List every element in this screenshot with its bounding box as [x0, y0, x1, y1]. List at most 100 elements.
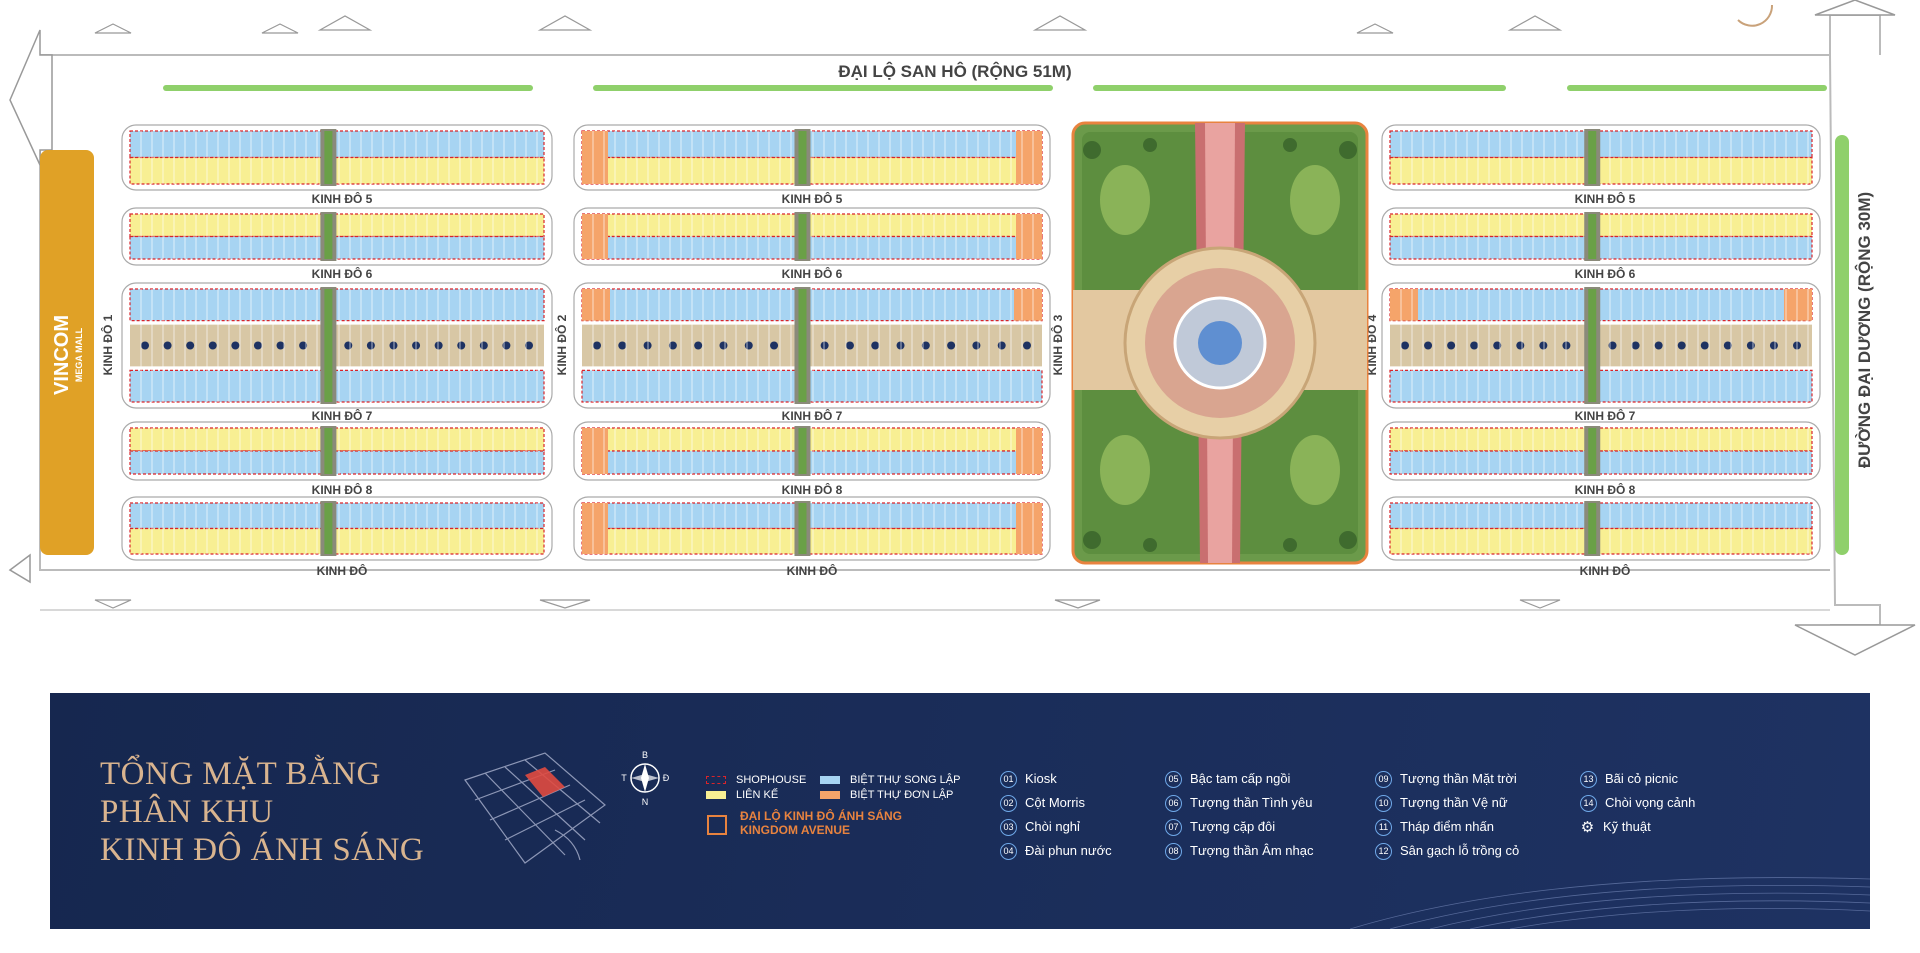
lot-strip	[1389, 450, 1813, 475]
block-green	[1588, 428, 1597, 474]
lot-strip	[581, 527, 1043, 555]
lot-strip	[1389, 502, 1813, 530]
amenity-dot	[643, 341, 652, 350]
amenity-dot	[1539, 341, 1548, 350]
amenity-label: Tượng thần Mặt trời	[1400, 771, 1517, 786]
amenity-number: 03	[1000, 819, 1017, 837]
road-label-kinh-do-5: KINH ĐÔ 5	[782, 191, 843, 206]
road-duong-dai-duong: ĐƯỜNG ĐẠI DƯƠNG (RỘNG 30M)	[1855, 192, 1874, 468]
lot-strip	[1389, 427, 1813, 452]
amenity-number: 13	[1580, 771, 1597, 789]
amenity-dot	[972, 341, 981, 350]
amenity-dot	[1023, 341, 1031, 350]
amenity-dot	[163, 341, 172, 350]
lot-corner	[1016, 503, 1042, 554]
compass-icon: B N T Đ	[621, 750, 670, 807]
amenity-dot	[253, 341, 262, 350]
lot-strip	[581, 130, 1043, 159]
amenity-item: 07 Tượng cặp đôi	[1165, 819, 1276, 837]
lot-strip	[1389, 235, 1813, 260]
amenity-dot	[231, 341, 240, 350]
road-label-kinh-do-8: KINH ĐÔ 8	[312, 482, 373, 497]
lot-corner	[1014, 289, 1042, 321]
compass-n: B	[642, 750, 648, 760]
amenity-dot	[1654, 341, 1663, 350]
amenity-dot	[921, 341, 930, 350]
master-plan-map: VINCOM MEGA MALL ĐẠI LỘ SAN HÔ (RỘNG 51M…	[8, 0, 1916, 656]
road-label-kinh-do: KINH ĐÔ	[787, 563, 838, 578]
road-dai-lo-san-ho: ĐẠI LỘ SAN HÔ (RỘNG 51M)	[838, 62, 1071, 81]
amenity-number: 10	[1375, 795, 1392, 813]
amenity-dot	[618, 341, 627, 350]
key-avenue: ĐẠI LỘ KINH ĐÔ ÁNH SÁNG KINGDOM AVENUE	[740, 809, 902, 837]
amenity-dot	[1700, 341, 1709, 350]
amenity-label: Tượng thần Âm nhạc	[1190, 843, 1314, 858]
amenity-number: 07	[1165, 819, 1182, 837]
amenity-label: Tượng thần Vệ nữ	[1400, 795, 1508, 810]
amenity-dot	[141, 341, 149, 350]
amenity-dot	[947, 341, 956, 350]
road-label-kinh-do-5: KINH ĐÔ 5	[312, 191, 373, 206]
amenity-label: Tượng cặp đôi	[1190, 819, 1276, 834]
lot-strip	[129, 288, 545, 322]
amenity-dot	[366, 341, 375, 350]
amenity-number: 05	[1165, 771, 1182, 789]
amenity-dot	[845, 341, 854, 350]
road-label-kinh-do-1: KINH ĐÔ 1	[100, 314, 115, 375]
amenity-label: Bậc tam cấp ngồi	[1190, 771, 1291, 786]
block-green	[324, 289, 333, 402]
lot-strip	[129, 502, 545, 530]
amenity-dot	[276, 341, 285, 350]
block-green	[324, 428, 333, 474]
lot-strip	[581, 369, 1043, 403]
amenity-dot	[457, 341, 466, 350]
amenity-dot	[479, 341, 488, 350]
legend-title-line-3: KINH ĐÔ ÁNH SÁNG	[100, 832, 425, 868]
compass-s: N	[642, 797, 649, 807]
lot-strip	[129, 156, 545, 185]
key-lien-ke: LIÊN KẾ	[706, 789, 778, 801]
amenity-label: Tháp điểm nhấn	[1400, 819, 1494, 834]
amenity-dot	[1516, 341, 1525, 350]
road-label-kinh-do-6: KINH ĐÔ 6	[312, 266, 373, 281]
block-green	[798, 428, 807, 474]
central-park	[1071, 121, 1369, 565]
legend-title-line-1: TỔNG MẶT BẰNG	[100, 756, 381, 792]
amenity-dot	[871, 341, 880, 350]
amenity-number: 06	[1165, 795, 1182, 813]
key-shophouse-label: SHOPHOUSE	[736, 774, 807, 786]
lot-strip	[581, 156, 1043, 185]
road-label-kinh-do-6: KINH ĐÔ 6	[782, 266, 843, 281]
lot-corner	[1016, 131, 1042, 184]
compass-fragment-icon	[1737, 4, 1774, 27]
amenity-dot	[502, 341, 511, 350]
amenity-number: 09	[1375, 771, 1392, 789]
key-song-lap-label: BIỆT THỰ SONG LẬP	[850, 774, 961, 786]
swatch-don-lap	[820, 791, 840, 800]
lot-strip	[581, 235, 1043, 260]
swatch-shophouse	[706, 776, 726, 785]
lot-strip	[129, 213, 545, 238]
lot-corner	[1016, 428, 1042, 474]
amenity-dot	[389, 341, 398, 350]
block-green	[324, 214, 333, 259]
key-don-lap-label: BIỆT THỰ ĐƠN LẬP	[850, 789, 954, 801]
block-green	[1588, 131, 1597, 184]
lot-strip	[1389, 130, 1813, 159]
amenity-dot	[525, 341, 533, 350]
block-green	[798, 214, 807, 259]
amenity-dot	[1447, 341, 1456, 350]
amenity-item: 09 Tượng thần Mặt trời	[1375, 771, 1517, 789]
compass-e: Đ	[663, 773, 670, 783]
lot-corner	[1016, 214, 1042, 259]
amenity-label: Kỹ thuật	[1603, 819, 1651, 834]
amenity-number: 14	[1580, 795, 1597, 813]
arrow-up-icon	[1814, 0, 1896, 16]
legend-title: TỔNG MẶT BẰNG PHÂN KHU KINH ĐÔ ÁNH SÁNG	[100, 755, 424, 869]
